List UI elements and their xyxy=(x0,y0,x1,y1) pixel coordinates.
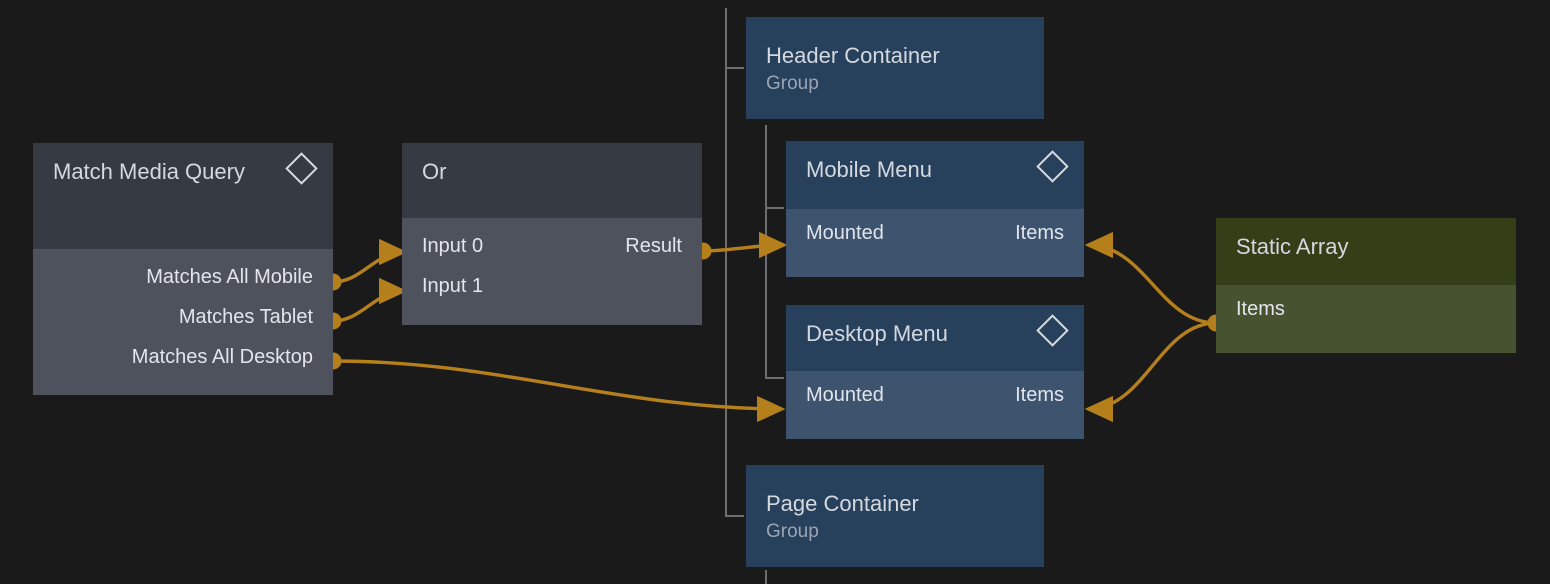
input-port-label-input1: Input 1 xyxy=(422,274,484,297)
output-port-items[interactable]: Items xyxy=(1236,289,1496,329)
input-port-label-mounted: Mounted xyxy=(806,221,884,244)
edge-desktop-to-desktop-mounted xyxy=(332,359,786,423)
node-or[interactable]: Or Input 0 Result Input 1 xyxy=(402,143,702,325)
node-header[interactable]: Or xyxy=(402,143,702,218)
edge-mobile-to-input0 xyxy=(332,238,408,284)
input-port-label-mounted: Mounted xyxy=(806,383,884,406)
node-header[interactable]: Match Media Query xyxy=(33,143,333,249)
node-body: Mounted Items xyxy=(786,209,1084,277)
input-port-label-input0: Input 0 xyxy=(422,234,484,257)
port-row-mounted-items[interactable]: Mounted Items xyxy=(806,375,1064,415)
output-port-label-items: Items xyxy=(1015,221,1064,244)
node-static-array[interactable]: Static Array Items xyxy=(1216,218,1516,353)
node-subtitle: Group xyxy=(766,73,819,94)
port-label: Items xyxy=(1236,297,1285,320)
node-header[interactable]: Static Array xyxy=(1216,218,1516,285)
tree-trunk-inner xyxy=(765,125,784,379)
port-row-input0-result[interactable]: Input 0 Result xyxy=(422,226,682,266)
output-port-label-result: Result xyxy=(625,234,682,257)
edge-result-to-mobile-mounted xyxy=(702,231,788,259)
port-label: Matches Tablet xyxy=(178,305,313,328)
edge-items-to-mobile-items xyxy=(1084,231,1217,325)
tree-trunk-outer xyxy=(725,8,744,517)
port-label: Matches All Mobile xyxy=(146,265,313,288)
node-match-media-query[interactable]: Match Media Query Matches All Mobile Mat… xyxy=(33,143,333,395)
node-page-container[interactable]: Page Container Group xyxy=(746,465,1044,567)
node-title: Page Container xyxy=(766,491,919,516)
node-header[interactable]: Page Container Group xyxy=(746,465,1044,567)
node-title: Or xyxy=(422,159,447,184)
node-body: Matches All Mobile Matches Tablet Matche… xyxy=(33,249,333,395)
diamond-icon xyxy=(1036,314,1069,347)
node-title: Desktop Menu xyxy=(806,321,948,346)
node-body: Items xyxy=(1216,285,1516,353)
node-header[interactable]: Header Container Group xyxy=(746,17,1044,119)
port-row-input1[interactable]: Input 1 xyxy=(422,266,682,306)
edge-tablet-to-input1 xyxy=(332,277,408,323)
output-port-label-items: Items xyxy=(1015,383,1064,406)
node-title: Header Container xyxy=(766,43,940,68)
edge-items-to-desktop-items xyxy=(1084,321,1217,423)
node-body: Mounted Items xyxy=(786,371,1084,439)
output-port-matches-all-mobile[interactable]: Matches All Mobile xyxy=(53,257,313,297)
node-header-container[interactable]: Header Container Group xyxy=(746,17,1044,119)
node-title: Static Array xyxy=(1236,234,1349,259)
node-title: Mobile Menu xyxy=(806,157,932,182)
output-port-matches-tablet[interactable]: Matches Tablet xyxy=(53,297,313,337)
output-port-matches-all-desktop[interactable]: Matches All Desktop xyxy=(53,337,313,377)
node-subtitle: Group xyxy=(766,521,819,542)
node-desktop-menu[interactable]: Desktop Menu Mounted Items xyxy=(786,305,1084,439)
node-title: Match Media Query xyxy=(53,159,245,184)
diamond-icon xyxy=(1036,150,1069,183)
diamond-icon xyxy=(285,152,318,185)
port-label: Matches All Desktop xyxy=(131,345,313,368)
node-header[interactable]: Desktop Menu xyxy=(786,305,1084,371)
port-row-mounted-items[interactable]: Mounted Items xyxy=(806,213,1064,253)
node-header[interactable]: Mobile Menu xyxy=(786,141,1084,209)
node-mobile-menu[interactable]: Mobile Menu Mounted Items xyxy=(786,141,1084,277)
node-body: Input 0 Result Input 1 xyxy=(402,218,702,325)
